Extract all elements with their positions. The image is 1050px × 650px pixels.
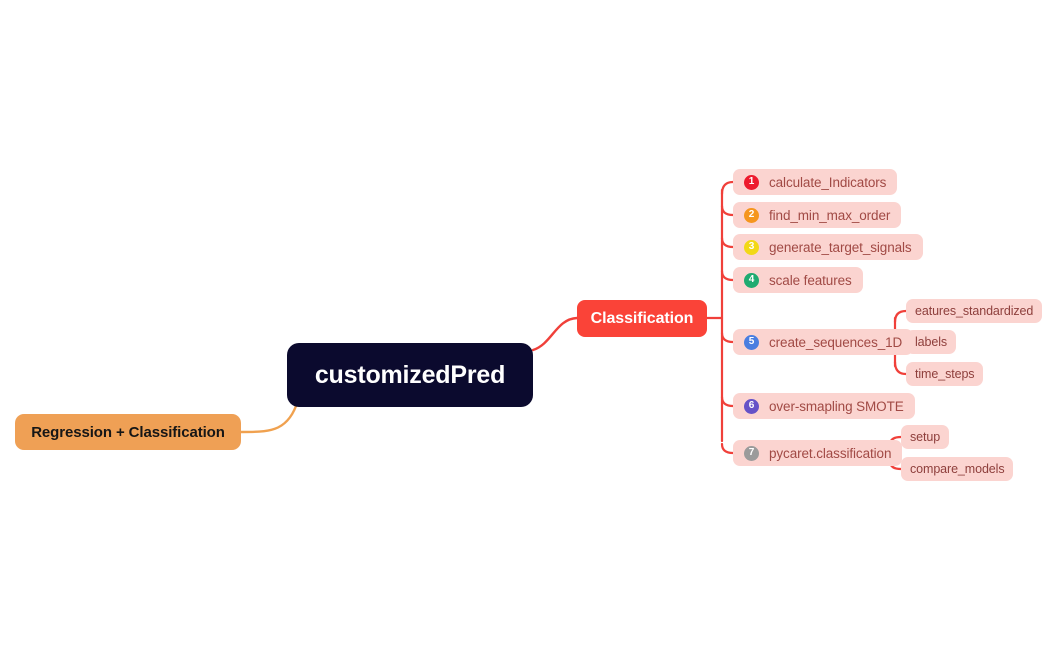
edge-trunk-to-item-3 [720, 236, 735, 249]
edge-trunk-to-item-4 [720, 269, 735, 282]
list-item[interactable]: 1 calculate_Indicators [733, 169, 898, 195]
number-badge-1: 1 [744, 174, 759, 190]
sub-list-item[interactable]: setup [901, 425, 950, 449]
edge-trunk-to-item-7 [720, 442, 735, 455]
number-badge-6: 6 [744, 398, 759, 414]
branch-node-regression-classification-label: Regression + Classification [31, 423, 225, 441]
list-item[interactable]: 4 scale features [733, 267, 863, 293]
sub-list-item[interactable]: compare_models [901, 457, 1014, 481]
list-item-label: find_min_max_order [769, 207, 891, 223]
list-item-label: pycaret.classification [769, 445, 892, 461]
sub-list-item-label: eatures_standardized [915, 304, 1034, 318]
list-item-label: generate_target_signals [769, 239, 912, 255]
edge-trunk-to-item-1 [720, 180, 735, 196]
root-node[interactable]: customizedPred [287, 343, 533, 407]
branch-node-classification[interactable]: Classification [577, 300, 707, 337]
number-badge-2: 2 [744, 207, 759, 223]
edge-item5-to-child-3 [893, 360, 908, 376]
number-badge-7: 7 [744, 445, 759, 461]
list-item-label: scale features [769, 272, 852, 288]
list-item-label: create_sequences_1D [769, 334, 903, 350]
sub-list-item-label: setup [910, 430, 941, 444]
branch-node-regression-classification[interactable]: Regression + Classification [15, 414, 241, 450]
list-item-label: calculate_Indicators [769, 174, 887, 190]
list-item[interactable]: 6 over-smapling SMOTE [733, 393, 915, 419]
list-item[interactable]: 3 generate_target_signals [733, 234, 923, 260]
sub-list-item-label: labels [915, 335, 948, 349]
edge-root-to-classification [531, 316, 579, 352]
edge-root-to-regression [239, 404, 298, 434]
edge-trunk-to-item-2 [720, 204, 735, 217]
edge-trunk-to-item-5 [720, 331, 735, 344]
number-badge-3: 3 [744, 239, 759, 255]
branch-node-classification-label: Classification [590, 309, 694, 327]
sub-list-item[interactable]: time_steps [906, 362, 984, 386]
edge-trunk-to-item-6 [720, 395, 735, 408]
edge-item5-to-child-1 [893, 309, 908, 324]
sub-list-item[interactable]: eatures_standardized [906, 299, 1043, 323]
sub-list-item-label: compare_models [910, 462, 1005, 476]
root-node-label: customizedPred [314, 360, 506, 389]
sub-list-item[interactable]: labels [906, 330, 957, 354]
list-item[interactable]: 5 create_sequences_1D [733, 329, 914, 355]
list-item-label: over-smapling SMOTE [769, 398, 904, 414]
list-item[interactable]: 7 pycaret.classification [733, 440, 903, 466]
sub-list-item-label: time_steps [915, 367, 975, 381]
number-badge-5: 5 [744, 334, 759, 350]
number-badge-4: 4 [744, 272, 759, 288]
list-item[interactable]: 2 find_min_max_order [733, 202, 902, 228]
